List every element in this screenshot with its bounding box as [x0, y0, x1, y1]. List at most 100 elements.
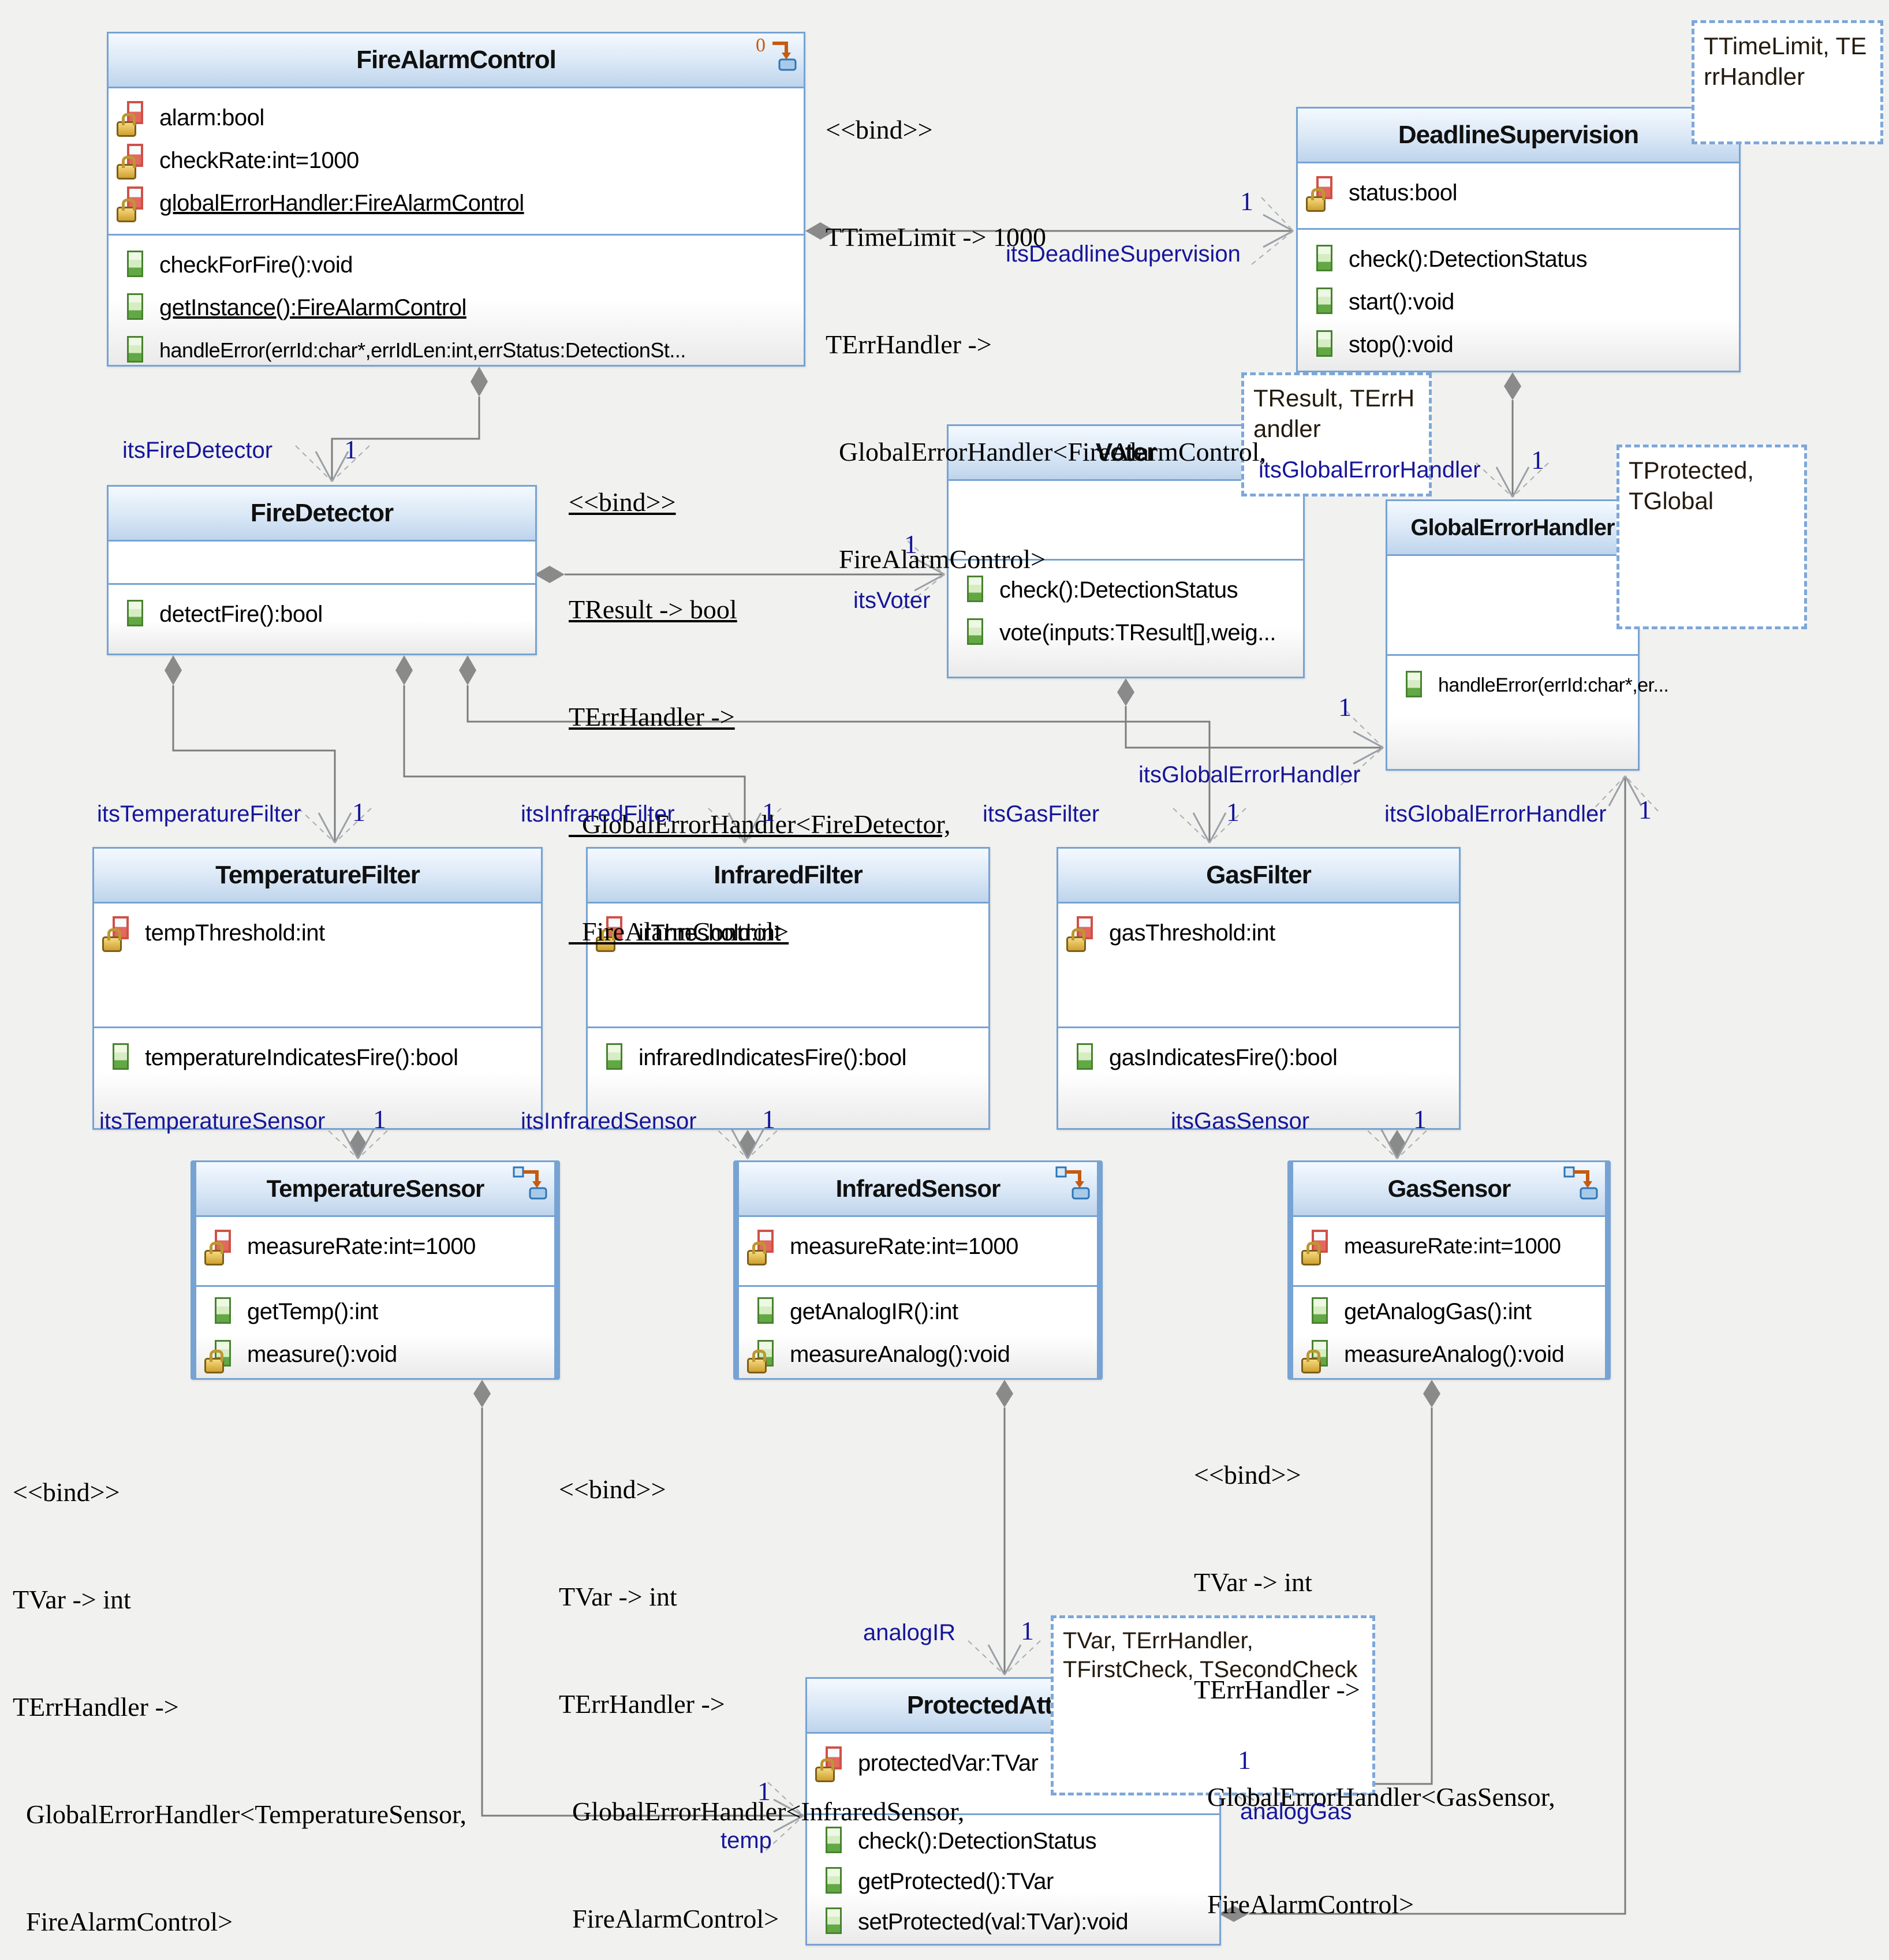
- template-params-note-protectedattribute[interactable]: TVar, TErrHandler, TFirstCheck, TSecondC…: [1051, 1615, 1375, 1795]
- class-header: DeadlineSupervision: [1298, 109, 1739, 163]
- association-itsVoter[interactable]: [535, 540, 945, 610]
- multiplicity[interactable]: 1: [1531, 445, 1544, 475]
- role-label-itsGlobalErrorHandler-left[interactable]: itsGlobalErrorHandler: [1138, 762, 1361, 787]
- operation-row[interactable]: infraredIndicatesFire():bool: [599, 1041, 988, 1074]
- operation-row[interactable]: measureAnalog():void: [1301, 1338, 1605, 1373]
- attribute-row[interactable]: protectedVar:TVar: [815, 1746, 1219, 1782]
- role-label-itsFireDetector[interactable]: itsFireDetector: [122, 438, 273, 463]
- operation-row[interactable]: getTemp():int: [208, 1295, 554, 1328]
- operation-row[interactable]: temperatureIndicatesFire():bool: [106, 1041, 541, 1074]
- role-label-itsGasSensor[interactable]: itsGasSensor: [1171, 1108, 1310, 1134]
- operation-row[interactable]: handleError(errId:char*,er...: [1399, 669, 1669, 702]
- multiplicity[interactable]: 1: [757, 1776, 771, 1806]
- role-label-itsGlobalErrorHandler-top[interactable]: itsGlobalErrorHandler: [1259, 457, 1481, 483]
- association-itsInfraredSensor[interactable]: [711, 1123, 785, 1159]
- operation-row[interactable]: start():void: [1309, 285, 1739, 319]
- class-firealarmcontrol[interactable]: FireAlarmControl 0 alarm:bool checkRate:…: [107, 32, 805, 367]
- operation-row[interactable]: vote(inputs:TResult[],weig...: [960, 616, 1303, 649]
- attribute-row[interactable]: gasThreshold:int: [1066, 916, 1459, 952]
- bind-note-gassensor[interactable]: <<bind>> TVar -> int TErrHandler -> Glob…: [1194, 1386, 1621, 1960]
- attribute-row[interactable]: measureRate:int=1000: [1301, 1230, 1605, 1265]
- role-label-temp[interactable]: temp: [720, 1828, 772, 1853]
- attribute-row[interactable]: tempThreshold:int: [102, 916, 541, 952]
- association-analogIR[interactable]: [968, 1380, 1041, 1675]
- association-temp[interactable]: [473, 1380, 804, 1851]
- operation-row[interactable]: check():DetectionStatus: [960, 573, 1303, 607]
- association-itsGlobalErrorHandler-left[interactable]: [1117, 678, 1384, 786]
- class-gasfilter[interactable]: GasFilter gasThreshold:int gasIndicatesF…: [1057, 847, 1461, 1130]
- operation-row[interactable]: check():DetectionStatus: [1309, 242, 1739, 276]
- operation-row[interactable]: stop():void: [1309, 328, 1739, 361]
- operation-row[interactable]: getProtected():TVar: [819, 1865, 1219, 1898]
- role-label-analogIR[interactable]: analogIR: [863, 1620, 956, 1645]
- class-temperaturefilter[interactable]: TemperatureFilter tempThreshold:int temp…: [92, 847, 543, 1130]
- attribute-row[interactable]: alarm:bool: [117, 101, 804, 137]
- multiplicity[interactable]: 1: [1238, 1745, 1251, 1775]
- bind-note-infraredsensor[interactable]: <<bind>> TVar -> int TErrHandler -> Glob…: [559, 1400, 993, 1960]
- role-label-itsVoter[interactable]: itsVoter: [853, 588, 931, 613]
- operation-row[interactable]: checkForFire():void: [120, 248, 804, 282]
- multiplicity[interactable]: 1: [904, 529, 917, 559]
- class-infraredfilter[interactable]: InfraredFilter irThreshold:int infraredI…: [586, 847, 990, 1130]
- class-temperaturesensor[interactable]: TemperatureSensor measureRate:int=1000 g…: [191, 1160, 560, 1380]
- attribute-row[interactable]: measureRate:int=1000: [747, 1230, 1097, 1265]
- class-globalerrorhandler[interactable]: GlobalErrorHandler handleError(errId:cha…: [1386, 499, 1669, 771]
- class-infraredsensor[interactable]: InfraredSensor measureRate:int=1000 getA…: [733, 1160, 1103, 1380]
- class-firedetector[interactable]: FireDetector detectFire():bool: [107, 485, 537, 655]
- association-itsFireDetector[interactable]: [295, 367, 488, 482]
- association-itsGasSensor[interactable]: [1360, 1123, 1434, 1159]
- association-itsGasFilter[interactable]: [459, 655, 1246, 843]
- operation-row[interactable]: detectFire():bool: [120, 598, 535, 631]
- role-label-itsGasFilter[interactable]: itsGasFilter: [983, 801, 1100, 827]
- bind-note-deadlinesupervision[interactable]: <<bind>> TTimeLimit -> 1000 TErrHandler …: [826, 40, 1266, 649]
- multiplicity[interactable]: 1: [1226, 797, 1240, 827]
- role-label-itsGlobalErrorHandler-bottom[interactable]: itsGlobalErrorHandler: [1384, 801, 1607, 827]
- bind-note-voter[interactable]: <<bind>> TResult -> bool TErrHandler -> …: [569, 413, 950, 1021]
- operation-row[interactable]: measure():void: [204, 1338, 554, 1373]
- multiplicity[interactable]: 1: [762, 1104, 775, 1134]
- multiplicity[interactable]: 1: [1240, 186, 1253, 216]
- attribute-text: measureRate:int=1000: [790, 1233, 1018, 1259]
- role-label-itsInfraredSensor[interactable]: itsInfraredSensor: [521, 1108, 697, 1134]
- template-params-note-voter[interactable]: TResult, TErrHandler: [1241, 372, 1432, 496]
- association-itsGlobalErrorHandler-bottom[interactable]: [1219, 775, 1659, 1922]
- multiplicity[interactable]: 1: [1021, 1616, 1034, 1645]
- bind-line: TTimeLimit -> 1000: [826, 222, 1047, 252]
- bind-note-temperaturesensor[interactable]: <<bind>> TVar -> int TErrHandler -> Glob…: [13, 1403, 466, 1960]
- multiplicity[interactable]: 1: [1413, 1104, 1427, 1134]
- class-gassensor[interactable]: GasSensor measureRate:int=1000 getAnalog…: [1287, 1160, 1611, 1380]
- association-itsTemperatureFilter[interactable]: [165, 655, 372, 843]
- operation-row[interactable]: handleError(errId:char*,errIdLen:int,err…: [120, 334, 804, 367]
- association-itsGlobalErrorHandler-top[interactable]: [1476, 372, 1549, 498]
- attribute-row[interactable]: globalErrorHandler:FireAlarmControl: [117, 186, 804, 222]
- multiplicity[interactable]: 1: [373, 1104, 386, 1134]
- attribute-row[interactable]: irThreshold:int: [596, 916, 988, 952]
- association-itsInfraredFilter[interactable]: [395, 655, 782, 843]
- role-label-itsInfraredFilter[interactable]: itsInfraredFilter: [521, 801, 675, 827]
- operation-row[interactable]: getAnalogIR():int: [751, 1295, 1097, 1328]
- multiplicity[interactable]: 1: [1338, 692, 1352, 722]
- operation-row[interactable]: setProtected(val:TVar):void: [819, 1905, 1219, 1939]
- operation-row[interactable]: check():DetectionStatus: [819, 1824, 1219, 1858]
- operation-row[interactable]: getAnalogGas():int: [1305, 1295, 1605, 1328]
- multiplicity[interactable]: 1: [344, 435, 357, 464]
- role-label-itsTemperatureSensor[interactable]: itsTemperatureSensor: [99, 1108, 326, 1134]
- attribute-row[interactable]: measureRate:int=1000: [204, 1230, 554, 1265]
- class-deadlinesupervision[interactable]: DeadlineSupervision status:bool check():…: [1296, 107, 1741, 372]
- multiplicity[interactable]: 1: [1638, 795, 1652, 824]
- template-params-note-globalerrorhandler[interactable]: TProtected, TGlobal: [1617, 445, 1807, 629]
- role-label-itsDeadlineSupervision[interactable]: itsDeadlineSupervision: [1006, 241, 1241, 267]
- operation-row[interactable]: gasIndicatesFire():bool: [1070, 1041, 1459, 1074]
- association-itsTemperatureSensor[interactable]: [321, 1123, 395, 1159]
- operation-text: getAnalogIR():int: [790, 1298, 958, 1324]
- role-label-itsTemperatureFilter[interactable]: itsTemperatureFilter: [97, 801, 301, 827]
- operation-row[interactable]: measureAnalog():void: [747, 1338, 1097, 1373]
- attribute-row[interactable]: checkRate:int=1000: [117, 144, 804, 180]
- role-label-analogGas[interactable]: analogGas: [1240, 1799, 1352, 1824]
- template-params-note-deadlinesupervision[interactable]: TTimeLimit, TErrHandler: [1692, 20, 1883, 144]
- attribute-row[interactable]: status:bool: [1306, 176, 1739, 212]
- multiplicity[interactable]: 1: [762, 797, 775, 827]
- multiplicity[interactable]: 1: [352, 797, 365, 827]
- operation-row[interactable]: getInstance():FireAlarmControl: [120, 291, 804, 324]
- association-itsDeadlineSupervision[interactable]: [805, 197, 1294, 265]
